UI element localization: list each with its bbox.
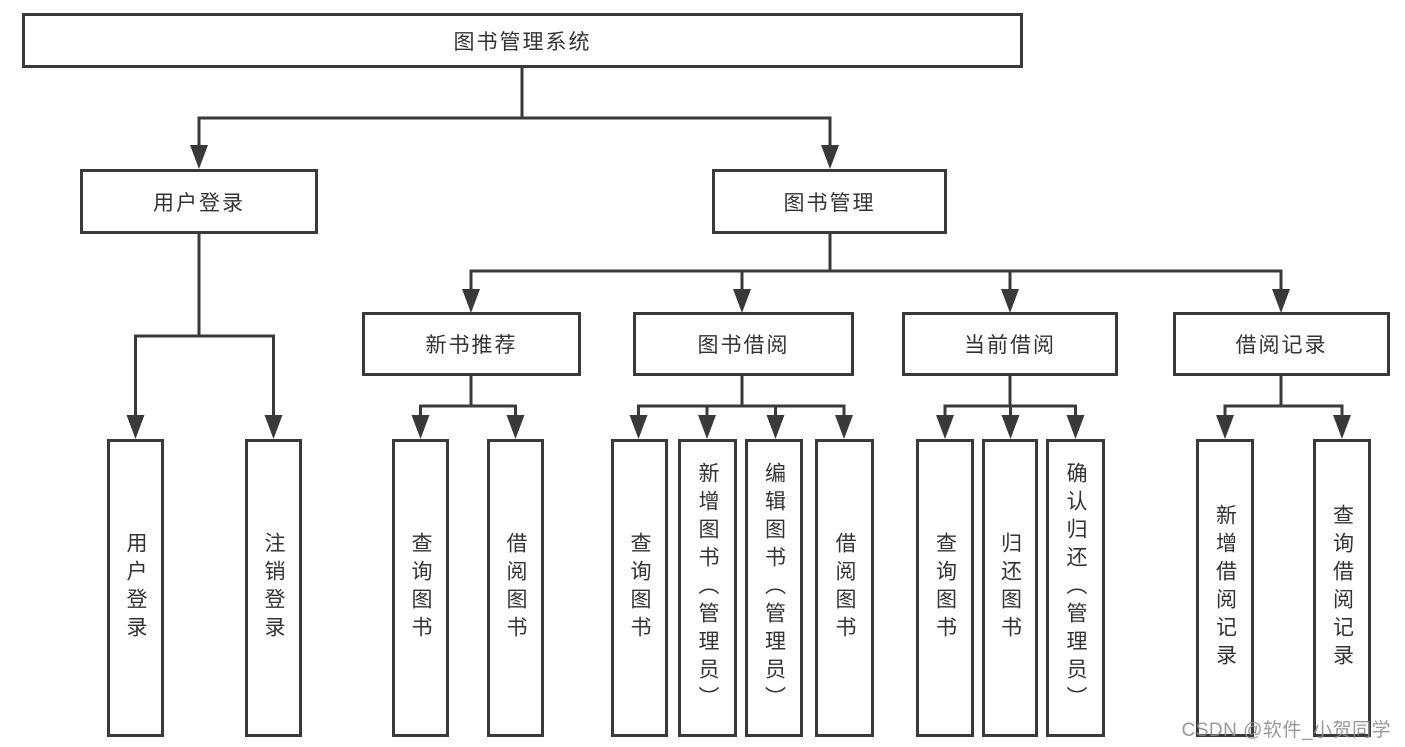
arrowhead — [936, 415, 954, 439]
leaf-label: 查询借阅记录 — [1330, 504, 1354, 672]
node-root: 图书管理系统 — [22, 13, 1023, 68]
leaf-add-books-admin: 新增图书（管理员） — [678, 439, 737, 737]
connector-borrow-children — [637, 376, 846, 420]
arrowhead — [190, 145, 208, 169]
arrowhead — [629, 415, 648, 439]
leaf-return-books: 归还图书 — [982, 439, 1038, 737]
leaf-label: 注销登录 — [262, 532, 285, 644]
leaf-logout: 注销登录 — [245, 439, 302, 737]
node-current-borrow: 当前借阅 — [902, 312, 1118, 376]
arrowhead — [821, 145, 839, 169]
node-borrow-records: 借阅记录 — [1173, 312, 1390, 376]
connector-current-children — [943, 376, 1077, 420]
leaf-label: 新增图书（管理员） — [696, 462, 719, 714]
connector-records-children — [1223, 376, 1344, 420]
arrowhead — [506, 415, 525, 439]
node-book-management: 图书管理 — [712, 169, 947, 234]
leaf-label: 查询图书 — [933, 532, 957, 644]
connector-user-login-children — [134, 234, 275, 420]
node-book-borrow: 图书借阅 — [633, 312, 854, 376]
leaf-label: 归还图书 — [998, 532, 1022, 644]
leaf-label: 借阅图书 — [833, 532, 856, 644]
arrowhead — [766, 415, 785, 439]
leaf-label: 查询图书 — [628, 532, 651, 644]
node-root-label: 图书管理系统 — [453, 30, 592, 54]
leaf-label: 新增借阅记录 — [1213, 504, 1237, 672]
leaf-query-books-borrow: 查询图书 — [611, 439, 668, 737]
arrowhead — [264, 415, 283, 439]
leaf-borrow-books: 借阅图书 — [815, 439, 874, 737]
leaf-confirm-return-admin: 确认归还（管理员） — [1046, 439, 1105, 737]
arrowhead — [1066, 415, 1085, 439]
leaf-add-borrow-record: 新增借阅记录 — [1196, 439, 1254, 737]
node-user-login-label: 用户登录 — [153, 191, 245, 215]
leaf-label: 确认归还（管理员） — [1064, 462, 1087, 714]
node-book-management-label: 图书管理 — [783, 191, 876, 215]
node-new-book-recommend: 新书推荐 — [362, 312, 581, 376]
arrowhead — [126, 415, 145, 439]
arrowhead — [1001, 289, 1019, 313]
arrowhead — [1216, 415, 1234, 439]
csdn-watermark: CSDN @软件_小贺同学 — [1181, 720, 1391, 741]
node-current-borrow-label: 当前借阅 — [964, 334, 1056, 357]
arrowhead — [835, 415, 853, 439]
node-borrow-records-label: 借阅记录 — [1235, 334, 1328, 357]
node-new-book-recommend-label: 新书推荐 — [425, 334, 518, 357]
connector-recommend-children — [419, 376, 517, 420]
leaf-edit-books-admin: 编辑图书（管理员） — [745, 439, 803, 737]
arrowhead — [1001, 415, 1020, 439]
leaf-user-login: 用户登录 — [107, 439, 164, 737]
leaf-label: 查询图书 — [409, 532, 432, 644]
leaf-query-books-current: 查询图书 — [916, 439, 974, 737]
connector-root-to-level2 — [197, 68, 832, 150]
arrowhead — [411, 415, 430, 439]
leaf-label: 编辑图书（管理员） — [762, 462, 786, 714]
leaf-query-books-recommend: 查询图书 — [392, 439, 449, 737]
connector-book-mgmt-children — [469, 234, 1283, 293]
node-book-borrow-label: 图书借阅 — [697, 334, 790, 357]
arrowhead — [698, 415, 716, 439]
leaf-query-borrow-record: 查询借阅记录 — [1313, 439, 1371, 737]
leaf-label: 借阅图书 — [504, 532, 527, 644]
node-user-login: 用户登录 — [80, 169, 318, 234]
arrowhead — [1272, 289, 1290, 313]
arrowhead — [733, 289, 751, 313]
arrowhead — [462, 289, 480, 313]
leaf-label: 用户登录 — [124, 532, 147, 644]
leaf-borrow-books-recommend: 借阅图书 — [487, 439, 544, 737]
arrowhead — [1333, 415, 1351, 439]
